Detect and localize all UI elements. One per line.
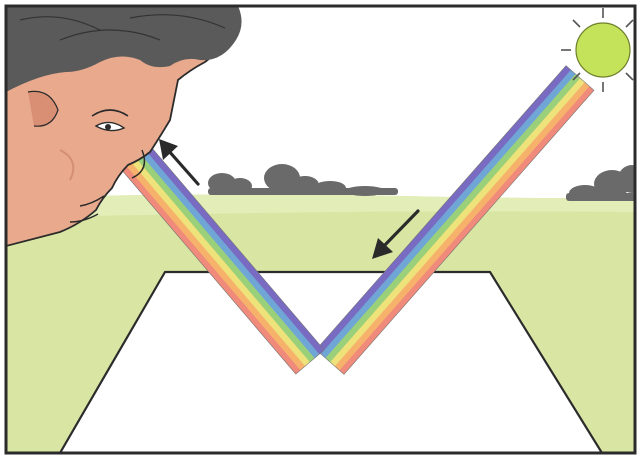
illustration xyxy=(0,0,641,459)
reflection-diagram xyxy=(0,0,641,459)
